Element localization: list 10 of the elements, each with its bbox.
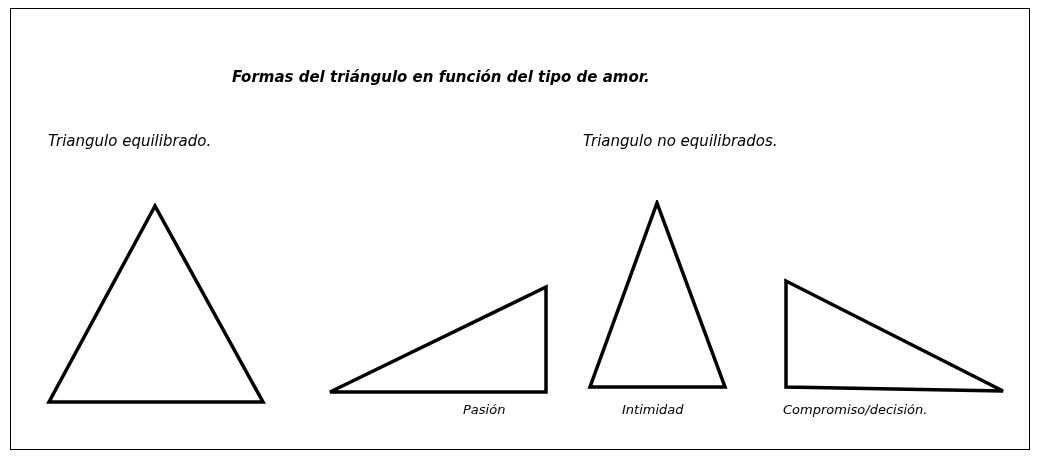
triangle-shape bbox=[327, 284, 549, 395]
triangle-caption: Pasión bbox=[463, 402, 506, 417]
triangle-caption: Compromiso/decisión. bbox=[783, 402, 928, 417]
triangle-shape bbox=[783, 278, 1006, 394]
section-heading: Triangulo equilibrado. bbox=[48, 132, 212, 150]
triangle-caption: Intimidad bbox=[622, 402, 684, 417]
triangle-shape bbox=[587, 200, 728, 390]
triangle-shape bbox=[46, 203, 266, 405]
title: Formas del triángulo en función del tipo de amor. bbox=[232, 68, 650, 86]
section-heading: Triangulo no equilibrados. bbox=[583, 132, 778, 150]
